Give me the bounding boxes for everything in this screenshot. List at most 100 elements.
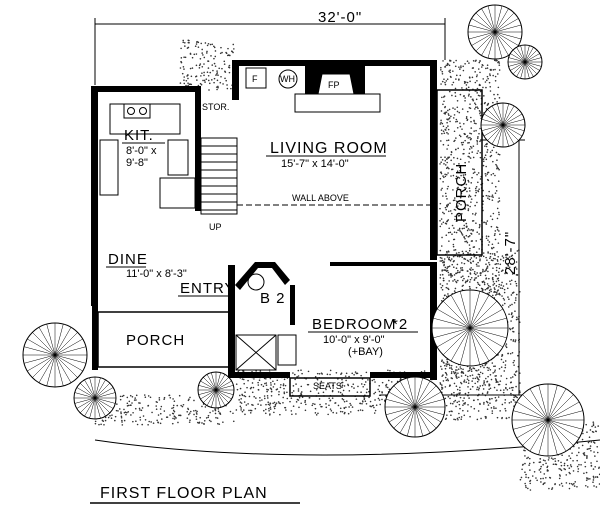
ground-cover [510, 401, 512, 403]
ground-cover [453, 197, 456, 199]
ground-cover [477, 135, 479, 138]
ground-cover [453, 372, 456, 375]
ground-cover [496, 258, 499, 261]
ground-cover [107, 416, 110, 419]
ground-cover [352, 383, 355, 386]
ground-cover [489, 369, 492, 371]
ground-cover [174, 416, 176, 418]
ground-cover [195, 53, 198, 55]
ground-cover [451, 83, 453, 86]
ground-cover [529, 489, 532, 491]
ground-cover [127, 411, 130, 413]
ground-cover [569, 464, 572, 466]
ground-cover [272, 386, 275, 388]
ground-cover [476, 152, 479, 155]
ground-cover [492, 294, 494, 297]
ground-cover [513, 399, 515, 402]
ground-cover [115, 409, 118, 412]
ground-cover [581, 444, 584, 447]
ground-cover [203, 71, 205, 74]
ground-cover [253, 378, 255, 380]
ground-cover [452, 81, 455, 84]
ground-cover [322, 384, 324, 387]
ground-cover [458, 392, 460, 395]
ground-cover [215, 74, 217, 76]
ground-cover [585, 471, 588, 474]
ground-cover [199, 57, 202, 60]
ground-cover [114, 415, 117, 418]
ground-cover [448, 167, 450, 170]
ground-cover [257, 381, 259, 384]
ground-cover [343, 400, 346, 403]
ground-cover [526, 457, 528, 460]
ground-cover [446, 378, 449, 380]
ground-cover [318, 398, 321, 400]
ground-cover [493, 253, 496, 255]
ground-cover [228, 64, 231, 67]
ground-cover [485, 158, 488, 161]
ground-cover [475, 222, 477, 225]
ground-cover [169, 414, 171, 416]
ground-cover [290, 397, 293, 399]
ground-cover [497, 180, 500, 182]
ground-cover [239, 405, 242, 408]
ground-cover [476, 139, 478, 142]
ground-cover [495, 381, 498, 383]
ground-cover [514, 280, 517, 283]
ground-cover [570, 465, 573, 468]
ground-cover [441, 288, 444, 291]
ground-cover [514, 339, 517, 341]
bay-window [289, 377, 371, 397]
ground-cover [447, 144, 450, 147]
ground-cover [485, 194, 488, 197]
ground-cover [453, 278, 456, 281]
ground-cover [493, 386, 496, 389]
ground-cover [476, 87, 479, 90]
ground-cover [348, 390, 351, 392]
ground-cover [272, 380, 274, 383]
ground-cover [477, 190, 480, 193]
ground-cover [489, 151, 492, 153]
ground-cover [450, 258, 453, 260]
ground-cover [592, 441, 595, 443]
ground-cover [325, 388, 327, 391]
ground-cover [458, 229, 461, 231]
ground-cover [512, 291, 515, 294]
ground-cover [496, 167, 498, 170]
ground-cover [498, 283, 501, 286]
ground-cover [235, 383, 238, 385]
ground-cover [270, 390, 273, 393]
ground-cover [344, 411, 346, 414]
ground-cover [273, 407, 276, 410]
ground-cover [454, 91, 457, 94]
ground-cover [483, 283, 486, 286]
ground-cover [473, 272, 476, 275]
ground-cover [228, 54, 230, 57]
ground-cover [520, 476, 523, 479]
ground-cover [446, 62, 449, 65]
ground-cover [480, 287, 483, 290]
ground-cover [495, 399, 498, 401]
tree [507, 44, 543, 80]
ground-cover [448, 280, 450, 282]
ground-cover [440, 161, 442, 164]
ground-cover [461, 250, 464, 253]
ground-cover [104, 419, 107, 422]
ground-cover [472, 98, 474, 101]
ground-cover [468, 93, 470, 96]
ground-cover [469, 132, 471, 135]
ground-cover [241, 378, 244, 380]
ground-cover [550, 457, 553, 459]
ground-cover [558, 484, 561, 486]
ground-cover [498, 64, 501, 66]
ground-cover [461, 128, 463, 130]
ground-cover [351, 406, 354, 408]
ground-cover [486, 259, 488, 261]
ground-cover [364, 381, 367, 383]
ground-cover [180, 57, 183, 59]
ground-cover [494, 291, 497, 293]
ground-cover [582, 452, 585, 455]
ground-cover [455, 366, 458, 368]
ground-cover [468, 397, 470, 399]
ground-cover [476, 377, 479, 379]
